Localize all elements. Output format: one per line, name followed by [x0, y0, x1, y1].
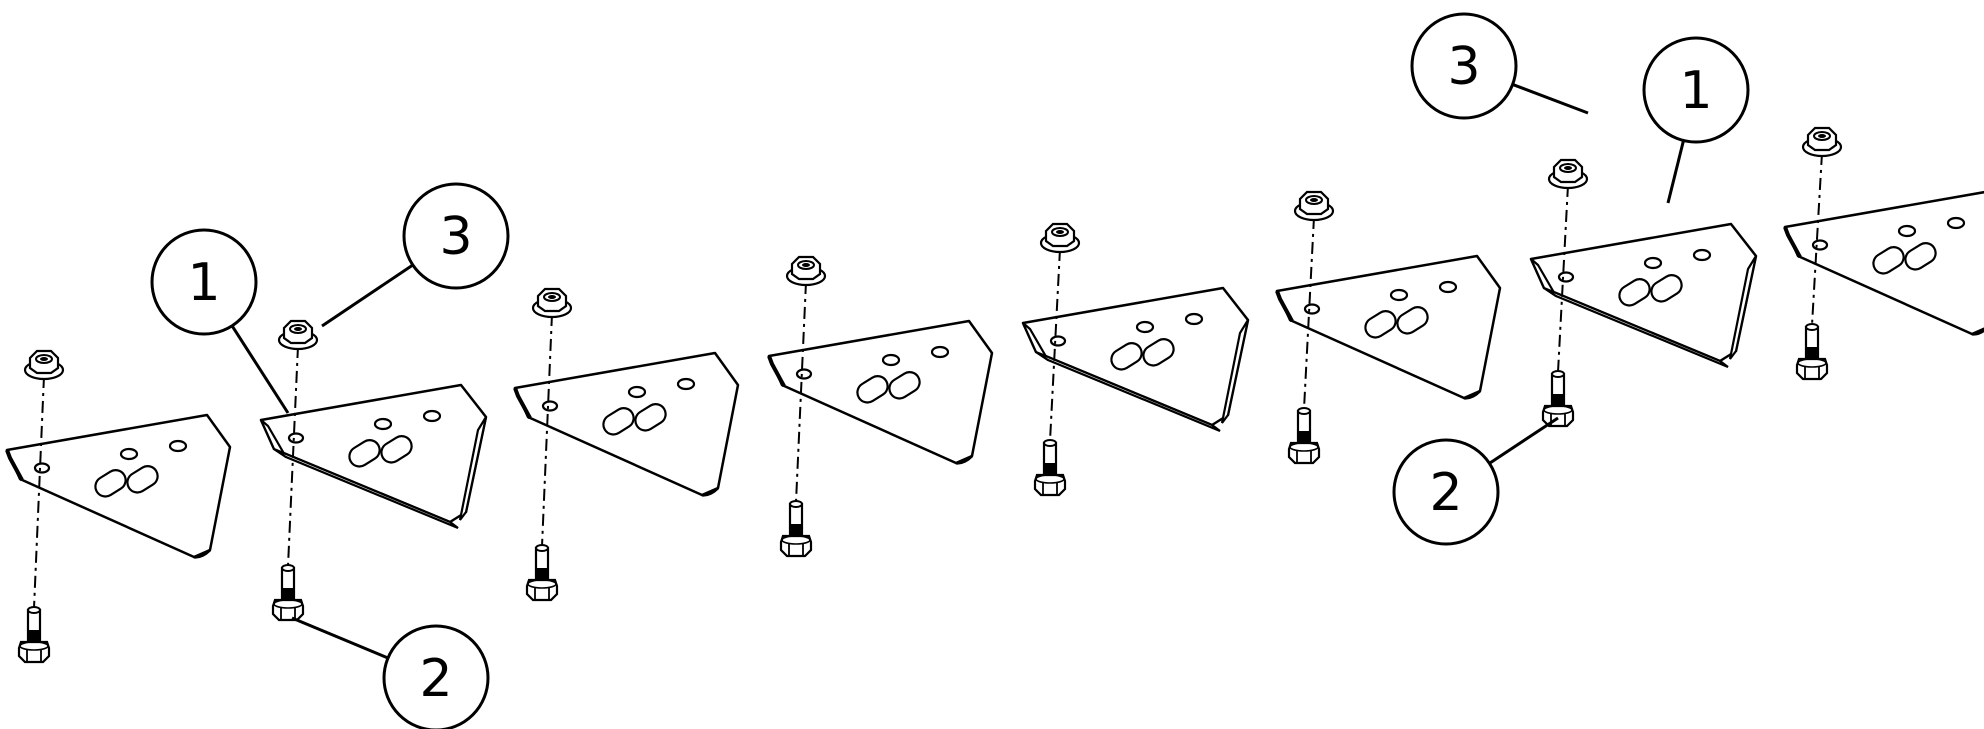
bracket-assemblies — [5, 126, 1984, 664]
flange-nut — [785, 255, 827, 287]
bracket-assembly — [259, 319, 488, 622]
center-axis-line — [287, 345, 299, 567]
callout-circle — [150, 228, 258, 336]
callout-circle — [1642, 36, 1750, 144]
callout-balloon-3: 3 — [321, 182, 510, 328]
center-axis-line — [541, 313, 553, 547]
callout-number: 3 — [439, 207, 472, 267]
bracket-assembly — [1021, 222, 1250, 497]
bracket-assembly — [1275, 190, 1502, 465]
hex-bolt — [271, 563, 305, 622]
bracket-assembly — [1529, 158, 1758, 428]
callout-number: 3 — [1447, 37, 1480, 97]
callout-circle — [1392, 438, 1500, 546]
center-axis-line — [1811, 152, 1823, 326]
hex-bolt — [1033, 438, 1067, 497]
hex-bolt — [525, 543, 559, 602]
flange-nut — [277, 319, 319, 351]
bracket-assembly — [1783, 126, 1984, 381]
callout-balloon-3: 3 — [1410, 12, 1589, 120]
flange-nut — [1039, 222, 1081, 254]
callout-circle — [402, 182, 510, 290]
hex-bolt — [17, 605, 51, 664]
flange-nut — [531, 287, 573, 319]
center-axis-line — [795, 281, 807, 503]
callout-circle — [382, 624, 490, 729]
center-axis-line — [1557, 184, 1569, 373]
callout-number: 2 — [419, 649, 452, 709]
leader-line — [291, 616, 389, 660]
center-axis-line — [1303, 216, 1315, 410]
hex-bolt — [779, 499, 813, 558]
callout-number: 1 — [187, 253, 220, 313]
center-axis-line — [33, 375, 45, 609]
leader-line — [1512, 83, 1589, 115]
flange-nut — [1547, 158, 1589, 190]
center-axis-line — [1049, 248, 1061, 442]
leader-line — [321, 263, 414, 328]
callout-balloon-2: 2 — [291, 616, 490, 729]
bracket-assembly — [5, 349, 232, 664]
bracket-assembly — [767, 255, 994, 558]
leader-line — [230, 324, 290, 414]
flange-nut — [1293, 190, 1335, 222]
bracket-assembly — [513, 287, 740, 602]
callout-number: 2 — [1429, 463, 1462, 523]
flange-nut — [1801, 126, 1843, 158]
part-callouts: 1 3 2 3 1 2 — [150, 12, 1750, 729]
hex-bolt — [1287, 406, 1321, 465]
callout-balloon-1: 1 — [150, 228, 290, 414]
leader-line — [1488, 416, 1559, 465]
callout-balloon-2: 2 — [1392, 416, 1559, 546]
hex-bolt — [1541, 369, 1575, 428]
hex-bolt — [1795, 322, 1829, 381]
flange-nut — [23, 349, 65, 381]
callout-circle — [1410, 12, 1518, 120]
callout-number: 1 — [1679, 61, 1712, 121]
leader-line — [1666, 140, 1685, 204]
callout-balloon-1: 1 — [1642, 36, 1750, 204]
